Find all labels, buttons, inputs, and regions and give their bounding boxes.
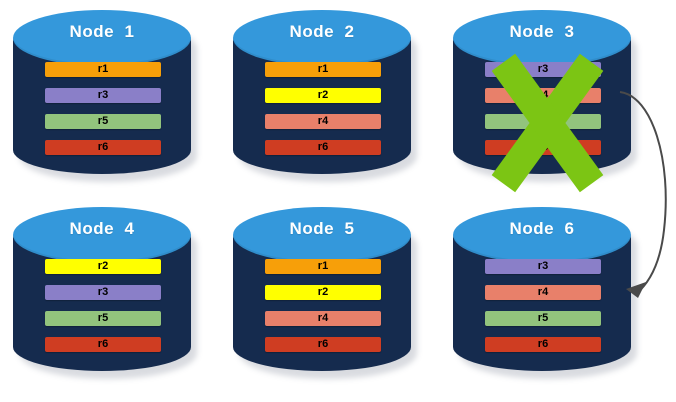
record-bar[interactable]: r5	[485, 311, 601, 326]
record-list: r3 r4 r5 r6	[485, 62, 601, 155]
record-bar[interactable]: r3	[45, 88, 161, 103]
failover-arrow-icon	[619, 91, 667, 298]
record-bar[interactable]: r5	[45, 114, 161, 129]
node-6[interactable]: Node 6 r3 r4 r5 r6	[453, 207, 643, 385]
cylinder-top	[13, 10, 191, 66]
record-bar[interactable]: r6	[485, 140, 601, 155]
node-label: Node 3	[509, 22, 575, 41]
record-list: r1 r3 r5 r6	[45, 62, 161, 155]
record-list: r2 r3 r5 r6	[45, 259, 161, 352]
record-bar[interactable]: r5	[485, 114, 601, 129]
node-5[interactable]: Node 5 r1 r2 r4 r6	[233, 207, 423, 385]
cylinder-top	[453, 207, 631, 263]
cylinder-top	[233, 10, 411, 66]
record-bar[interactable]: r6	[485, 337, 601, 352]
record-bar[interactable]: r6	[45, 337, 161, 352]
record-bar[interactable]: r6	[265, 337, 381, 352]
record-bar[interactable]: r6	[265, 140, 381, 155]
node-3[interactable]: Node 3 r3 r4 r5 r6	[453, 10, 643, 193]
node-label: Node 1	[69, 22, 135, 41]
cylinder-top	[13, 207, 191, 263]
record-bar[interactable]: r1	[45, 62, 161, 77]
record-bar[interactable]: r5	[45, 311, 161, 326]
record-bar[interactable]: r3	[485, 259, 601, 274]
record-list: r1 r2 r4 r6	[265, 62, 381, 155]
record-bar[interactable]: r3	[485, 62, 601, 77]
record-bar[interactable]: r4	[265, 311, 381, 326]
node-1[interactable]: Node 1 r1 r3 r5 r6	[13, 10, 203, 188]
record-bar[interactable]: r1	[265, 62, 381, 77]
node-4[interactable]: Node 4 r2 r3 r5 r6	[13, 207, 203, 385]
record-bar[interactable]: r2	[45, 259, 161, 274]
arrow-head	[626, 282, 646, 298]
record-bar[interactable]: r1	[265, 259, 381, 274]
record-bar[interactable]: r2	[265, 285, 381, 300]
node-label: Node 4	[69, 219, 135, 238]
node-label: Node 2	[289, 22, 355, 41]
record-bar[interactable]: r6	[45, 140, 161, 155]
cylinder-top	[233, 207, 411, 263]
node-label: Node 6	[509, 219, 575, 238]
record-bar[interactable]: r2	[265, 88, 381, 103]
record-bar[interactable]: r4	[485, 285, 601, 300]
record-bar[interactable]: r4	[485, 88, 601, 103]
record-bar[interactable]: r4	[265, 114, 381, 129]
record-bar[interactable]: r3	[45, 285, 161, 300]
record-list: r3 r4 r5 r6	[485, 259, 601, 352]
record-list: r1 r2 r4 r6	[265, 259, 381, 352]
node-2[interactable]: Node 2 r1 r2 r4 r6	[233, 10, 423, 188]
node-label: Node 5	[289, 219, 355, 238]
arrow-line	[619, 91, 667, 295]
